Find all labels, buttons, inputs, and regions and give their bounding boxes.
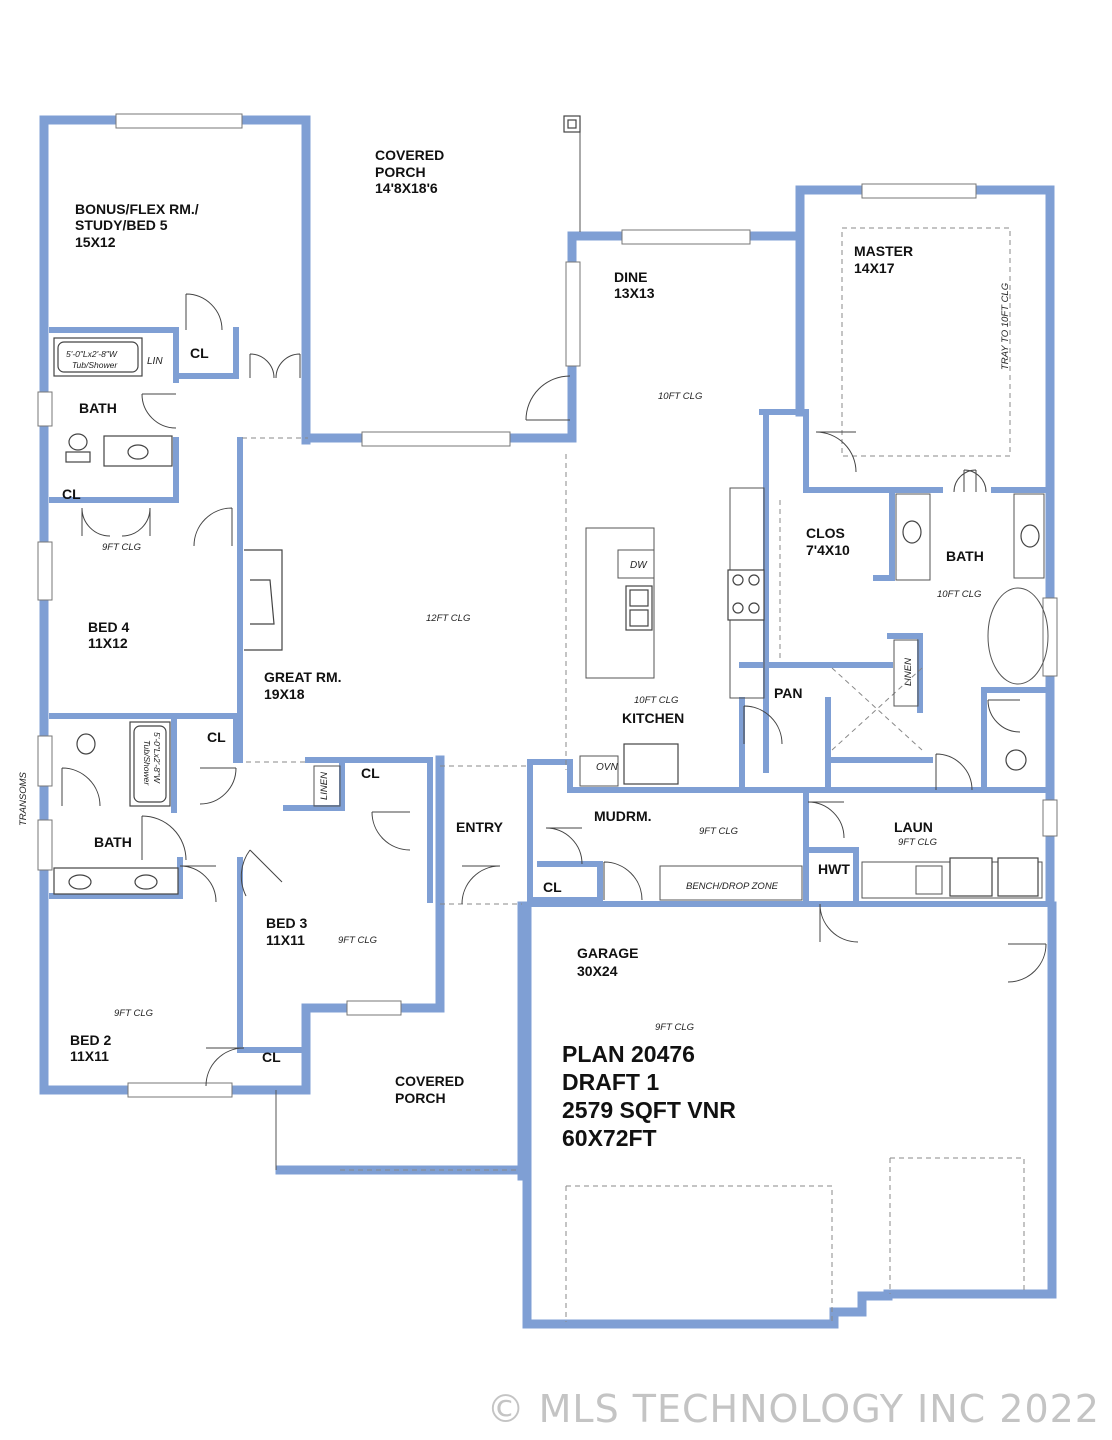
mudroom-label: MUDRM. bbox=[594, 808, 652, 824]
tub-mid-note: 5'-0"Lx2'-8"W bbox=[152, 732, 162, 784]
dine-label: DINE bbox=[614, 269, 647, 285]
covered-porch-top-size: 14'8X18'6 bbox=[375, 180, 438, 196]
bonus-room-label: BONUS/FLEX RM./ bbox=[75, 201, 199, 217]
cl-bed2-label: CL bbox=[262, 1049, 281, 1065]
clg-master-bath-note: 10FT CLG bbox=[937, 589, 981, 600]
ovn-label: OVN bbox=[596, 762, 618, 773]
bench-note: BENCH/DROP ZONE bbox=[686, 881, 779, 892]
clos-label: CLOS bbox=[806, 525, 845, 541]
linen-master-label: LINEN bbox=[903, 658, 914, 686]
linen-mid-label: LINEN bbox=[319, 772, 330, 800]
bed2-size: 11X11 bbox=[70, 1048, 109, 1064]
entry-label: ENTRY bbox=[456, 819, 504, 835]
tray-note: TRAY TO 10FT CLG bbox=[1000, 283, 1011, 370]
plan-number: PLAN 20476 bbox=[562, 1041, 695, 1067]
covered-porch-top-label-2: PORCH bbox=[375, 164, 426, 180]
copyright-watermark: © MLS TECHNOLOGY INC 2022 bbox=[487, 1387, 1100, 1431]
clg-bed4-note: 9FT CLG bbox=[102, 542, 141, 553]
clg-garage-note: 9FT CLG bbox=[655, 1022, 694, 1033]
clg-dine-note: 10FT CLG bbox=[658, 391, 702, 402]
bonus-room-label-2: STUDY/BED 5 bbox=[75, 217, 168, 233]
garage-label: GARAGE bbox=[577, 945, 638, 961]
room-labels: BONUS/FLEX RM./ STUDY/BED 5 15X12 COVERE… bbox=[62, 147, 984, 1106]
hwt-label: HWT bbox=[818, 861, 850, 877]
plan-dimensions: 60X72FT bbox=[562, 1125, 657, 1151]
pan-label: PAN bbox=[774, 685, 803, 701]
clos-size: 7'4X10 bbox=[806, 542, 850, 558]
cl-bed3-label: CL bbox=[361, 765, 380, 781]
transoms-note: TRANSOMS bbox=[18, 772, 29, 827]
cl-left-label: CL bbox=[62, 486, 81, 502]
bonus-room-size: 15X12 bbox=[75, 234, 116, 250]
tub-top-note-2: Tub/Shower bbox=[72, 360, 118, 370]
great-room-label: GREAT RM. bbox=[264, 669, 342, 685]
clg-kitchen-note: 10FT CLG bbox=[634, 695, 678, 706]
covered-porch-top-label: COVERED bbox=[375, 147, 444, 163]
bath-mid-label: BATH bbox=[94, 834, 132, 850]
plan-draft: DRAFT 1 bbox=[562, 1069, 659, 1095]
plan-info: PLAN 20476 DRAFT 1 2579 SQFT VNR 60X72FT bbox=[562, 1041, 736, 1151]
covered-porch-bottom-label: COVERED bbox=[395, 1073, 464, 1089]
covered-porch-bottom-label-2: PORCH bbox=[395, 1090, 446, 1106]
bed3-label: BED 3 bbox=[266, 915, 307, 931]
master-label: MASTER bbox=[854, 243, 913, 259]
master-size: 14X17 bbox=[854, 260, 895, 276]
clg-bed3-note: 9FT CLG bbox=[338, 935, 377, 946]
great-room-size: 19X18 bbox=[264, 686, 305, 702]
clg-laun-note: 9FT CLG bbox=[898, 837, 937, 848]
tub-top-note: 5'-0"Lx2'-8"W bbox=[66, 349, 118, 359]
fixtures bbox=[53, 337, 1049, 901]
doors bbox=[61, 293, 1047, 1087]
cl-mud-label: CL bbox=[543, 879, 562, 895]
windows bbox=[37, 113, 1058, 1098]
tub-mid-note-2: Tub/Shower bbox=[142, 740, 152, 786]
bed4-size: 11X12 bbox=[88, 635, 128, 651]
dw-label: DW bbox=[630, 560, 648, 571]
master-bath-label: BATH bbox=[946, 548, 984, 564]
bed4-label: BED 4 bbox=[88, 619, 129, 635]
bed3-size: 11X11 bbox=[266, 932, 305, 948]
bed2-label: BED 2 bbox=[70, 1032, 111, 1048]
clg-bed2-note: 9FT CLG bbox=[114, 1008, 153, 1019]
exterior-walls bbox=[39, 115, 1057, 1329]
garage-size: 30X24 bbox=[577, 963, 618, 979]
clg-mud-note: 9FT CLG bbox=[699, 826, 738, 837]
clg-great-note: 12FT CLG bbox=[426, 613, 470, 624]
laun-label: LAUN bbox=[894, 819, 933, 835]
cl-mid-label: CL bbox=[207, 729, 226, 745]
lin-label: LIN bbox=[147, 356, 163, 367]
ceiling-notes: 10FT CLG 12FT CLG 10FT CLG 9FT CLG 10FT … bbox=[18, 283, 1011, 1033]
interior-walls bbox=[49, 327, 1049, 1053]
reference-lines bbox=[242, 115, 1025, 1322]
cl-top-label: CL bbox=[190, 345, 209, 361]
bath-top-label: BATH bbox=[79, 400, 117, 416]
plan-sqft: 2579 SQFT VNR bbox=[562, 1097, 736, 1123]
dine-size: 13X13 bbox=[614, 285, 655, 301]
kitchen-label: KITCHEN bbox=[622, 710, 684, 726]
